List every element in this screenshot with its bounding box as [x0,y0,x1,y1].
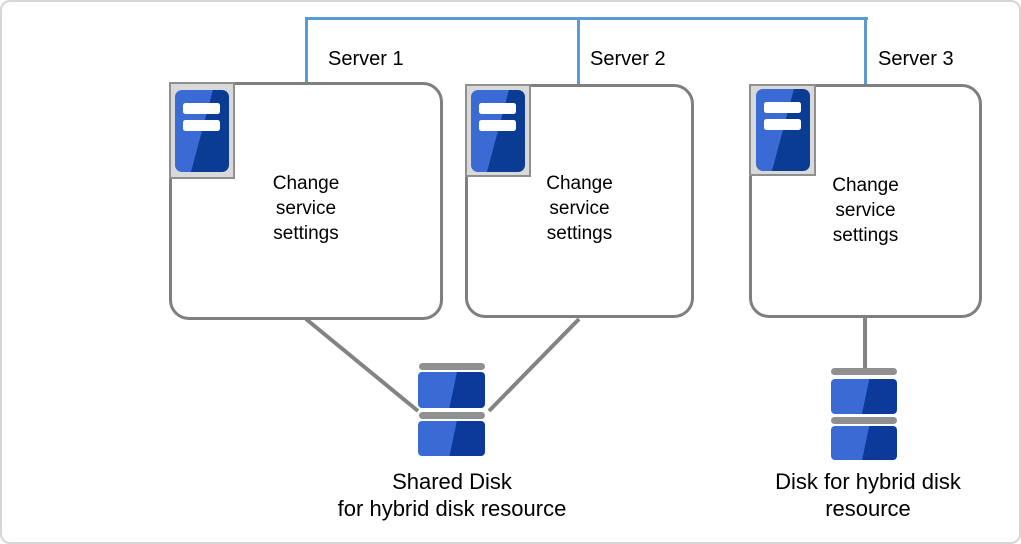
network-drop-server3 [864,17,867,85]
server3-body-text: Change service settings [749,173,982,248]
body-line: settings [273,223,339,244]
server1-body-text: Change service settings [169,171,443,246]
disk-cap [419,363,485,370]
disk-platter [418,421,485,456]
disk-cap [831,368,897,375]
server-icon-slot [763,119,801,130]
server-icon-slot [183,119,220,131]
server-icon-slot [763,102,801,113]
server2-node-box [465,84,694,318]
label-line: Disk for hybrid disk [775,469,961,494]
shared-disk-label: Shared Disk for hybrid disk resource [302,468,602,522]
disk-cap [419,412,485,419]
body-line: Change [272,173,340,194]
server-icon [471,89,525,172]
network-drop-server1 [305,17,308,83]
body-line: Change [832,175,899,196]
body-line: service [275,198,337,219]
server-icon-slot [479,102,516,114]
line-server2-to-shared-disk [487,317,581,413]
body-line: service [835,200,896,221]
body-line: Change [546,173,613,194]
network-drop-server2 [577,17,580,85]
server-icon [755,89,810,171]
network-line-horizontal [305,17,868,20]
server2-label: Server 2 [590,48,666,70]
server2-icon-plate [465,84,531,177]
server1-label: Server 1 [328,48,404,70]
body-line: service [549,198,610,219]
disk-platter [418,372,485,408]
label-line: Shared Disk [392,469,512,494]
server3-icon-plate [749,84,816,176]
hybrid-disk-label: Disk for hybrid disk resource [738,468,998,522]
disk-platter [831,426,897,460]
server-icon-slot [479,119,516,131]
server-icon-slot [183,102,220,114]
body-line: settings [832,225,899,246]
label-line: for hybrid disk resource [337,496,567,521]
server2-body-text: Change service settings [465,171,694,246]
server3-label: Server 3 [878,48,954,70]
disk-platter [831,379,897,414]
line-server1-to-shared-disk [304,317,420,413]
server-icon [175,89,229,172]
server1-icon-plate [169,82,235,179]
disk-cap [831,417,897,424]
label-line: resource [825,496,911,521]
body-line: settings [546,223,613,244]
